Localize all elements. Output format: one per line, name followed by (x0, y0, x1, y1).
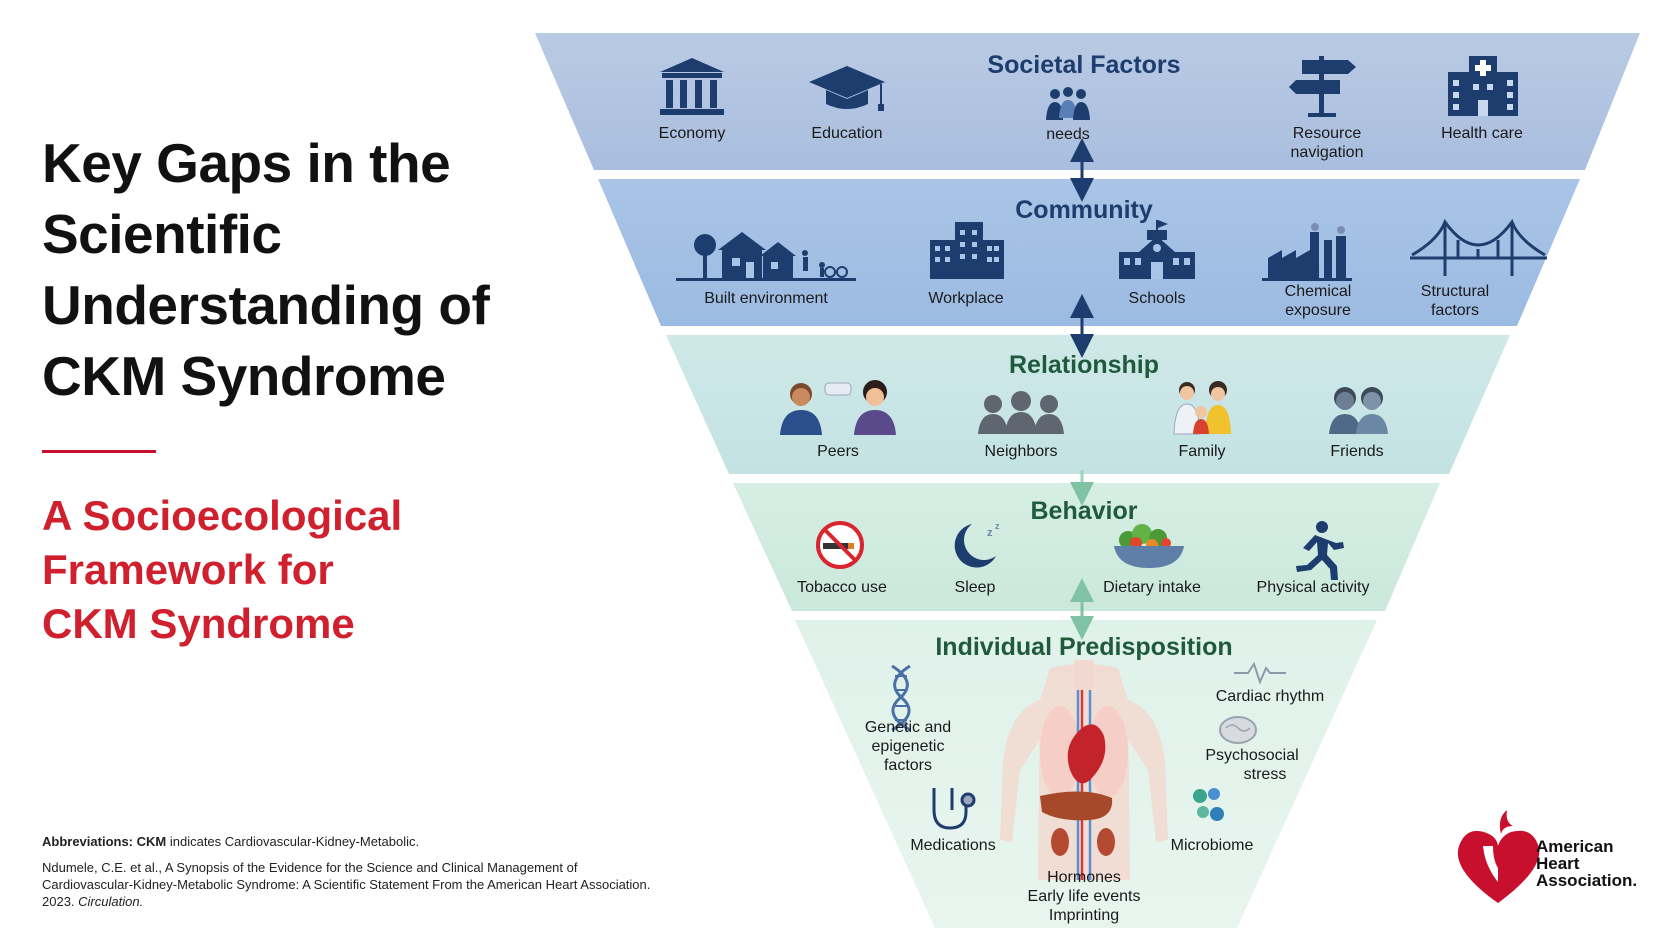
title-line: Key Gaps in the (42, 132, 451, 194)
salad-bowl-icon (1114, 524, 1184, 568)
item-label: Dietary intake (1103, 579, 1201, 596)
item-label: Chemical (1285, 283, 1352, 300)
family-icon (1173, 381, 1231, 435)
item-label: navigation (1291, 144, 1364, 161)
item-label: Economy (659, 125, 726, 142)
tier-societal (535, 33, 1640, 170)
citation-journal: Circulation. (78, 894, 144, 909)
item-label: Psychosocial (1205, 747, 1298, 764)
item-label: Sleep (955, 579, 996, 596)
moon-icon: z z (954, 521, 1000, 568)
item-label: stress (1244, 766, 1287, 783)
logo-line: American (1536, 837, 1614, 856)
item-label: Workplace (928, 290, 1003, 307)
peers-icon (780, 380, 896, 435)
neighbors-icon (978, 391, 1064, 434)
item-label: Hormones (1047, 869, 1121, 886)
no-smoking-icon (816, 521, 864, 569)
page-title: Key Gaps in the Scientific Understanding… (42, 128, 562, 412)
level-title-relationship: Relationship (1009, 351, 1159, 379)
title-line: CKM Syndrome (42, 345, 446, 407)
title-line: Understanding of (42, 274, 490, 336)
bank-icon (660, 58, 724, 115)
factory-icon (1262, 223, 1352, 281)
item-label: Neighbors (985, 443, 1058, 460)
signpost-icon (1289, 56, 1356, 117)
subtitle-line: CKM Syndrome (42, 600, 355, 647)
item-label: Schools (1129, 290, 1186, 307)
tier-relationship (666, 335, 1510, 474)
item-label: Family (1178, 443, 1225, 460)
citation-text: Ndumele, C.E. et al., A Synopsis of the … (42, 860, 651, 909)
item-label: epigenetic (872, 738, 945, 755)
tier-community (598, 179, 1580, 326)
item-label: Physical activity (1257, 579, 1370, 596)
item-label: Education (811, 125, 882, 142)
subtitle-line: A Socioecological (42, 492, 403, 539)
item-label: Resource (1293, 125, 1362, 142)
anatomy-icon (1000, 660, 1168, 880)
item-label: Imprinting (1049, 907, 1119, 924)
tier-behavior (733, 483, 1440, 611)
item-label: Built environment (704, 290, 828, 307)
heartbeat-icon (1234, 661, 1286, 685)
stethoscope-icon (932, 788, 976, 830)
subtitle-line: Framework for (42, 546, 334, 593)
people-group-icon (1046, 87, 1090, 120)
level-title-individual: Individual Predisposition (935, 633, 1232, 661)
houses-icon (676, 232, 856, 281)
school-icon (1119, 220, 1195, 279)
item-label: Microbiome (1171, 837, 1254, 854)
graduation-cap-icon (809, 66, 885, 111)
dna-icon (891, 664, 911, 732)
bridge-icon (1410, 218, 1547, 276)
item-label: Tobacco use (797, 579, 887, 596)
item-label: Friends (1330, 443, 1383, 460)
logo-line: Association. (1536, 871, 1638, 890)
friends-icon (1329, 387, 1388, 434)
aha-wordmark: American Heart Association. (1536, 838, 1637, 889)
item-label: Cardiac rhythm (1216, 688, 1324, 705)
title-line: Scientific (42, 203, 282, 265)
item-label: needs (1046, 126, 1090, 143)
abbreviations: Abbreviations: CKM indicates Cardiovascu… (42, 833, 662, 850)
item-label: Early life events (1028, 888, 1141, 905)
item-label: Medications (910, 837, 995, 854)
item-label: Peers (817, 443, 859, 460)
aha-heart-logo (1457, 810, 1540, 903)
divider (42, 450, 156, 453)
item-label: Genetic and (865, 719, 951, 736)
svg-text:z: z (987, 527, 993, 539)
level-title-community: Community (1015, 196, 1153, 224)
item-label: Health care (1441, 125, 1523, 142)
item-label: exposure (1285, 302, 1351, 319)
office-building-icon (930, 222, 1004, 279)
microbe-icon (1193, 788, 1224, 821)
level-title-societal: Societal Factors (987, 51, 1180, 79)
item-label: factors (1431, 302, 1479, 319)
brain-icon (1219, 716, 1257, 744)
item-label: factors (884, 757, 932, 774)
heading-block: Key Gaps in the Scientific Understanding… (42, 128, 562, 651)
svg-text:z: z (995, 521, 1000, 531)
logo-line: Heart (1536, 854, 1580, 873)
abbreviations-text: indicates Cardiovascular-Kidney-Metaboli… (166, 834, 420, 849)
hospital-icon (1448, 56, 1518, 116)
abbreviations-label: Abbreviations: CKM (42, 834, 167, 849)
citation: Ndumele, C.E. et al., A Synopsis of the … (42, 859, 662, 910)
page-subtitle: A Socioecological Framework for CKM Synd… (42, 489, 562, 651)
footnotes: Abbreviations: CKM indicates Cardiovascu… (42, 833, 662, 910)
runner-icon (1296, 521, 1344, 580)
level-title-behavior: Behavior (1031, 497, 1138, 525)
item-label: Structural (1421, 283, 1489, 300)
